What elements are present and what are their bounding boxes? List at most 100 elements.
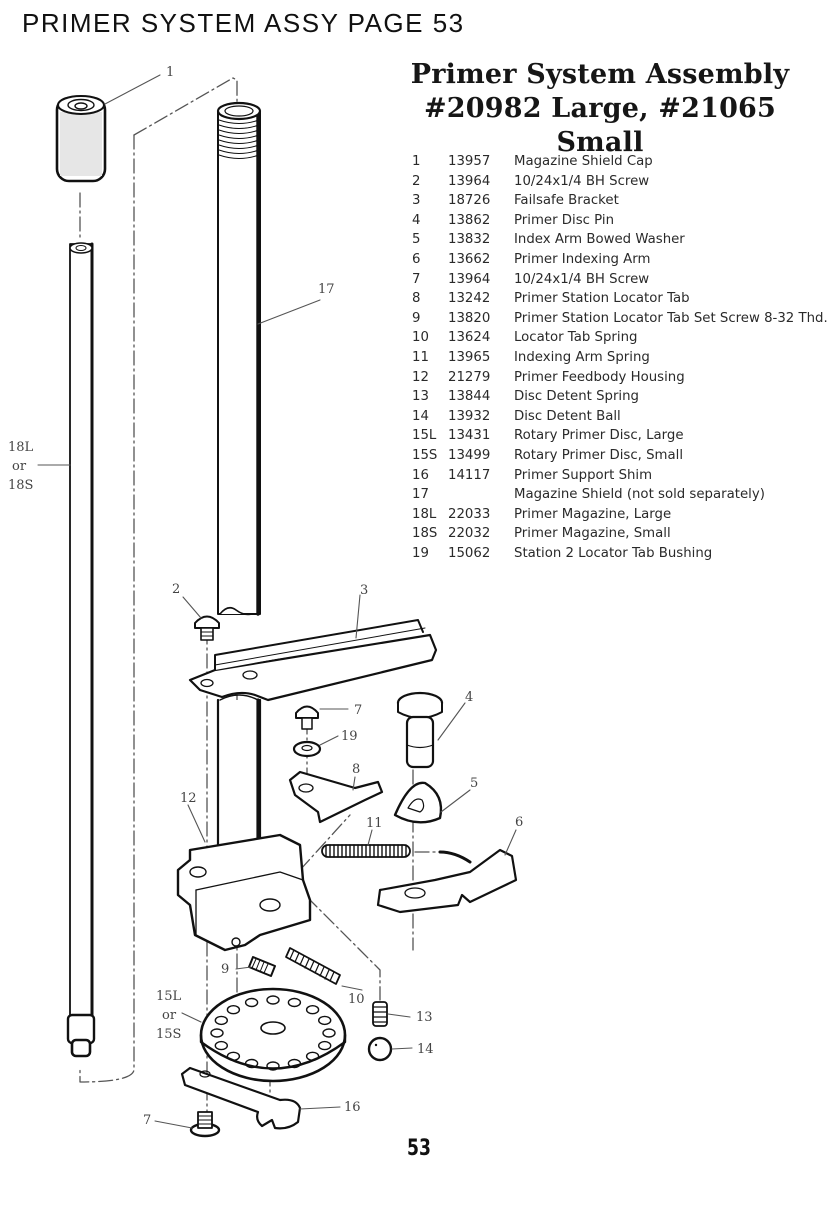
callout-10: 10 <box>348 992 365 1007</box>
part-number: 13862 <box>448 212 491 228</box>
part-number: 14117 <box>448 467 491 483</box>
bh-screw-2-part <box>194 615 220 641</box>
callout-18-line-3: 18S <box>8 478 33 493</box>
callout-4: 4 <box>465 690 473 705</box>
disc-hole <box>287 1058 302 1069</box>
callout-16: 16 <box>344 1100 361 1115</box>
part-number: 13662 <box>448 251 491 267</box>
primer-magazine-part <box>66 242 96 1058</box>
part-ref: 16 <box>412 467 429 483</box>
document-title: Primer System Assembly #20982 Large, #21… <box>380 58 820 160</box>
callout-17: 17 <box>318 282 335 297</box>
part-number: 13832 <box>448 232 491 248</box>
callout-14: 14 <box>417 1042 434 1057</box>
part-ref: 4 <box>412 212 421 228</box>
leader-11 <box>367 829 373 846</box>
locator-tab-spring-part <box>285 947 341 985</box>
callout-13: 13 <box>416 1010 433 1025</box>
part-ref: 6 <box>412 251 421 267</box>
indexing-arm-spring-part <box>321 844 411 858</box>
leader-17 <box>257 299 321 325</box>
part-ref: 11 <box>412 349 429 365</box>
disc-hole <box>244 1058 259 1069</box>
disc-hole <box>210 1028 224 1038</box>
index-arm-bowed-washer-part <box>393 781 443 824</box>
leader-15 <box>181 1012 202 1023</box>
part-description: Primer Magazine, Large <box>514 506 672 522</box>
callout-labels: 1 2 3 4 5 6 7 8 9 10 11 12 13 14 16 17 1… <box>8 65 523 1128</box>
part-ref: 18S <box>412 526 438 542</box>
part-ref: 1 <box>412 154 421 169</box>
callout-12: 12 <box>180 791 197 806</box>
leader-2 <box>182 596 202 619</box>
callout-6: 6 <box>515 815 523 830</box>
part-description: Primer Magazine, Small <box>514 526 671 542</box>
feed-tube-lower-part <box>216 694 262 852</box>
part-description: 10/24x1/4 BH Screw <box>514 271 650 287</box>
leader-14 <box>391 1047 413 1050</box>
leader-12 <box>187 804 206 843</box>
part-number: 22033 <box>448 506 491 522</box>
leader-8 <box>352 776 356 791</box>
disc-hole <box>305 1005 320 1015</box>
part-ref: 2 <box>412 173 421 189</box>
document-title-line-2: #20982 Large, #21065 Small <box>423 93 777 158</box>
leader-7-lower <box>154 1120 193 1129</box>
centerline-detent <box>289 879 381 1001</box>
callout-8: 8 <box>352 762 360 777</box>
part-ref: 17 <box>412 487 429 503</box>
part-ref: 5 <box>412 232 421 248</box>
callout-11: 11 <box>366 816 383 831</box>
disc-hole <box>226 1051 241 1062</box>
callout-7-upper: 7 <box>354 703 362 718</box>
part-description: Primer Indexing Arm <box>514 251 651 267</box>
leader-4 <box>437 702 466 741</box>
primer-station-locator-tab-part <box>288 770 384 824</box>
part-ref: 8 <box>412 291 421 307</box>
disc-hole <box>266 1061 280 1071</box>
primer-support-shim-part <box>180 1066 302 1130</box>
callout-1: 1 <box>166 65 174 80</box>
part-description: Indexing Arm Spring <box>514 349 650 365</box>
leader-9 <box>235 966 252 970</box>
callout-15-line-1: 15L <box>156 989 182 1004</box>
callout-5: 5 <box>470 776 478 791</box>
part-number: 15062 <box>448 545 491 561</box>
part-description: Rotary Primer Disc, Large <box>514 428 684 444</box>
part-ref: 18L <box>412 506 437 522</box>
primer-indexing-arm-part <box>376 848 518 914</box>
part-ref: 15S <box>412 447 438 463</box>
failsafe-bracket-part <box>188 619 438 702</box>
magazine-shield-part <box>216 101 262 616</box>
leader-1 <box>104 74 161 105</box>
disc-detent-ball-part <box>367 1036 393 1062</box>
part-description: Locator Tab Spring <box>514 330 638 346</box>
bh-screw-7-lower-part <box>189 1111 221 1138</box>
part-number: 13965 <box>448 349 491 365</box>
magazine-shield-cap-part <box>55 95 107 183</box>
centerline-magazine <box>79 134 135 1083</box>
part-description: 10/24x1/4 BH Screw <box>514 173 650 189</box>
callout-18-line-2: or <box>12 459 27 474</box>
part-description: Rotary Primer Disc, Small <box>514 447 684 463</box>
part-number: 13820 <box>448 310 491 326</box>
part-description: Primer Support Shim <box>514 467 653 483</box>
part-number: 13624 <box>448 330 491 346</box>
part-ref: 15L <box>412 428 437 444</box>
callout-15-line-3: 15S <box>156 1027 181 1042</box>
part-number: 21279 <box>448 369 491 385</box>
part-description: Primer Feedbody Housing <box>514 369 685 385</box>
part-description: Magazine Shield (not sold separately) <box>514 487 765 503</box>
leader-19 <box>319 735 339 746</box>
part-description: Index Arm Bowed Washer <box>514 232 685 248</box>
locator-tab-bushing-part <box>292 740 322 758</box>
part-number: 13242 <box>448 291 491 307</box>
primer-disc-pin-part <box>396 691 444 769</box>
centerline-locator-tab <box>299 814 351 871</box>
part-description: Station 2 Locator Tab Bushing <box>514 545 713 561</box>
part-number: 13964 <box>448 173 491 189</box>
part-description: Failsafe Bracket <box>514 193 619 209</box>
callout-19: 19 <box>341 729 358 744</box>
disc-hole <box>322 1028 336 1038</box>
